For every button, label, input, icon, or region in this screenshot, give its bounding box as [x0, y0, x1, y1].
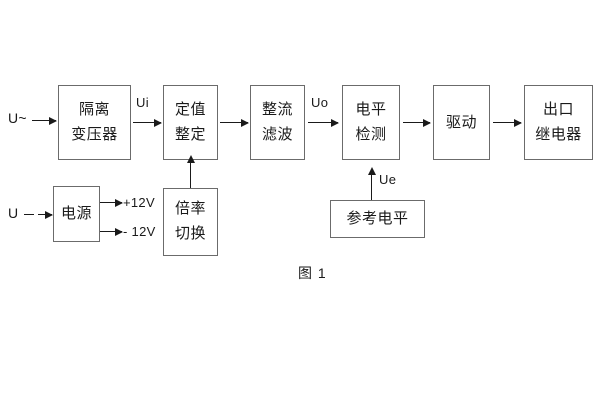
- dc-input-dash-segment: [24, 214, 34, 215]
- block-reference-level: 参考电平: [330, 200, 425, 238]
- block-setting-value-line1: 定值: [174, 100, 206, 118]
- rail-label-negative-12v: - 12V: [123, 224, 156, 239]
- block-multiplier-switch-line1: 倍率: [174, 200, 206, 218]
- block-drive: 驱动: [433, 85, 490, 160]
- signal-label-ui: Ui: [136, 95, 149, 110]
- block-level-detect: 电平 检测: [342, 85, 400, 160]
- ac-input-label: U~: [8, 110, 27, 126]
- arrow-isolation-transformer-to-setting-value: [133, 118, 162, 127]
- signal-label-ue: Ue: [379, 172, 397, 187]
- rail-label-positive-12v: +12V: [123, 195, 155, 210]
- arrow-power-supply-positive-rail: [100, 198, 123, 207]
- arrow-multiplier-switch-to-setting-value: [186, 155, 195, 188]
- block-output-relay-line2: 继电器: [535, 125, 582, 143]
- arrow-rectify-filter-to-level-detect: [308, 118, 339, 127]
- figure-caption: 图 1: [298, 265, 327, 281]
- arrow-ac-input-to-isolation-transformer: [32, 116, 57, 125]
- block-drive-line1: 驱动: [445, 113, 477, 131]
- block-setting-value-line2: 整定: [174, 125, 206, 143]
- block-multiplier-switch-line2: 切换: [174, 225, 206, 242]
- arrow-reference-level-to-level-detect: [367, 167, 376, 200]
- signal-label-uo: Uo: [311, 95, 329, 110]
- block-level-detect-line2: 检测: [355, 125, 387, 143]
- block-multiplier-switch: 倍率 切换: [163, 188, 218, 256]
- block-output-relay: 出口 继电器: [524, 85, 593, 160]
- block-rectify-filter-line1: 整流: [261, 100, 293, 118]
- block-power-supply-line1: 电源: [60, 205, 92, 222]
- block-isolation-transformer-line2: 变压器: [71, 125, 118, 143]
- dc-input-label: U: [8, 205, 19, 221]
- block-rectify-filter: 整流 滤波: [250, 85, 305, 160]
- arrow-dc-input-to-power-supply: [38, 210, 53, 219]
- block-rectify-filter-line2: 滤波: [261, 125, 293, 143]
- arrow-drive-to-output-relay: [493, 118, 522, 127]
- block-level-detect-line1: 电平: [355, 100, 387, 118]
- block-isolation-transformer-line1: 隔离: [78, 100, 110, 118]
- arrow-power-supply-negative-rail: [100, 227, 123, 236]
- arrow-setting-value-to-rectify-filter: [220, 118, 249, 127]
- block-power-supply: 电源: [53, 186, 100, 242]
- arrow-level-detect-to-drive: [403, 118, 431, 127]
- block-reference-level-line1: 参考电平: [346, 210, 409, 227]
- block-output-relay-line1: 出口: [542, 100, 574, 118]
- block-setting-value: 定值 整定: [163, 85, 218, 160]
- block-isolation-transformer: 隔离 变压器: [58, 85, 131, 160]
